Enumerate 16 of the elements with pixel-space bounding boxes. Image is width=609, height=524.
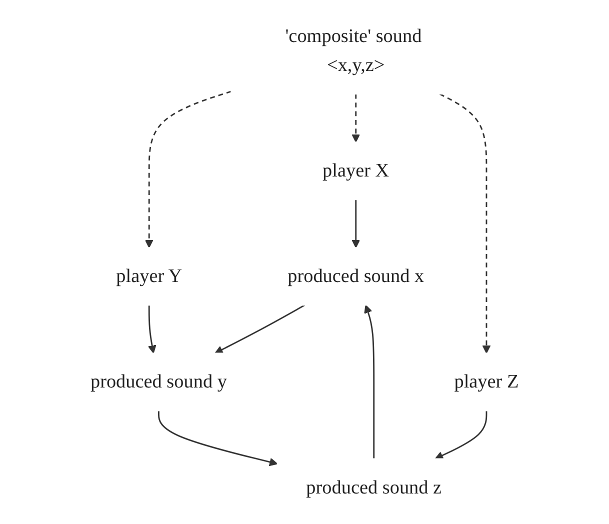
node-text: player X [322,160,390,182]
arrow [148,305,156,354]
node-text: player Z [454,371,519,393]
arrow [364,304,374,459]
arrow [434,410,488,460]
node-text: produced sound y [90,371,227,393]
node-text: produced sound z [306,476,442,498]
arrow [144,90,232,248]
arrow [352,200,360,248]
node-text: 'composite' sound <x,y,z> [285,26,422,76]
arrow [439,93,491,354]
arrow [214,304,305,354]
node-text: produced sound x [288,266,424,287]
arrow [158,410,278,466]
arrow [352,94,360,142]
node-text: player Y [116,266,182,287]
